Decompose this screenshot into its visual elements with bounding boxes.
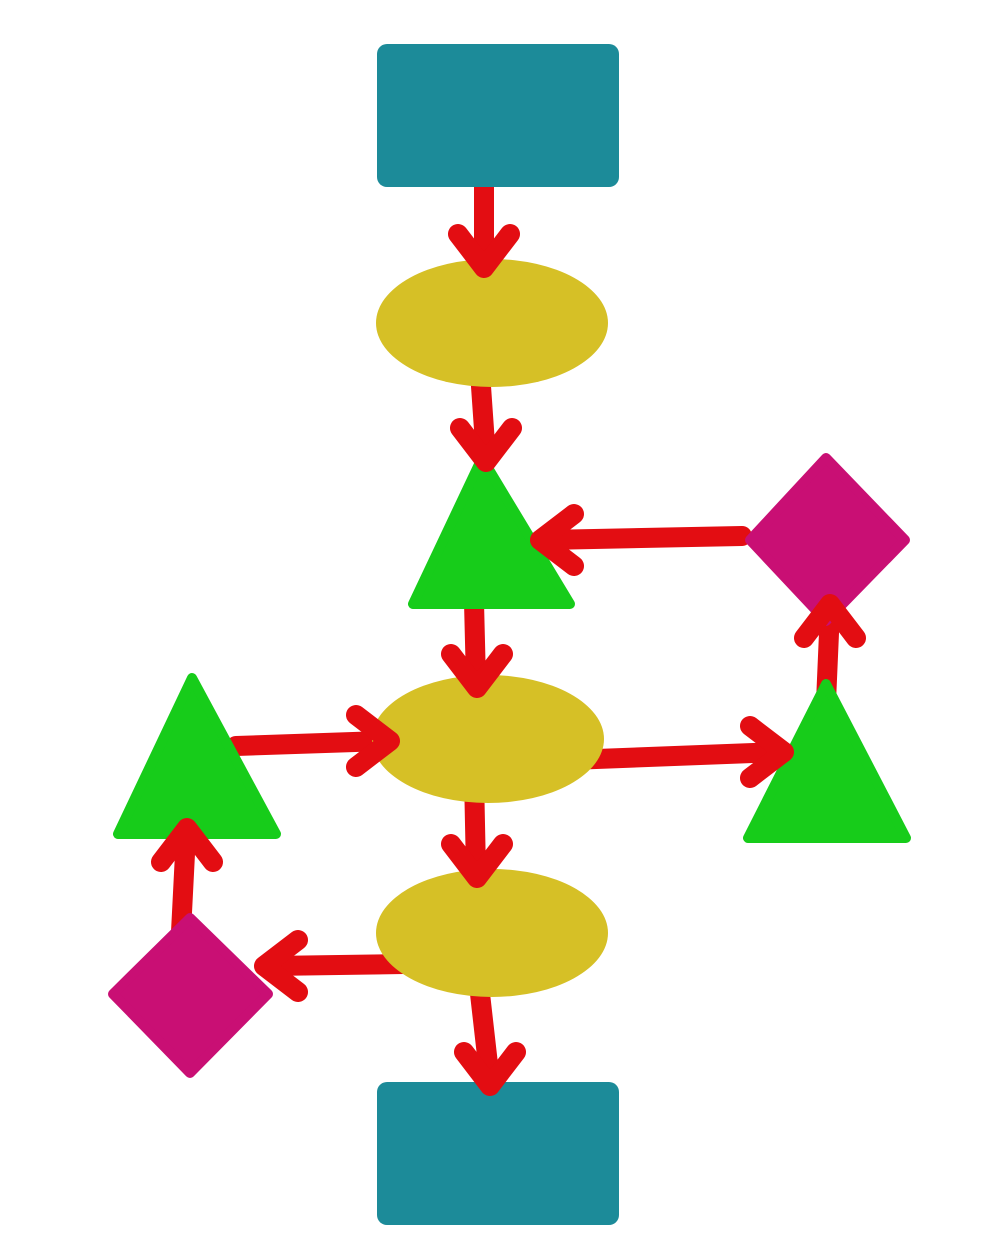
arrowhead-ellipse-3-to-rect-bottom [454, 1042, 526, 1096]
edge-triangle-center-to-ellipse-2 [464, 592, 486, 692]
arrowhead-ellipse-2-to-triangle-right [740, 716, 794, 788]
arrowhead-triangle-center-to-ellipse-2 [441, 644, 513, 698]
edge-ellipse-2-to-triangle-right [560, 742, 788, 770]
arrowhead-diamond-right-to-triangle-center [530, 504, 584, 576]
node-ellipse-2 [372, 675, 604, 803]
node-ellipse-3 [376, 869, 608, 997]
arrowhead-diamond-left-to-triangle-left [151, 818, 223, 872]
node-triangle-center [408, 453, 575, 609]
node-rect-top [377, 44, 619, 187]
arrowhead-ellipse-2-to-ellipse-3 [441, 834, 513, 888]
arrowheads-layer [151, 224, 866, 1096]
node-rect-bottom [377, 1082, 619, 1225]
arrowhead-ellipse-1-to-triangle-center [450, 418, 522, 472]
edge-triangle-left-to-ellipse-2 [226, 731, 394, 756]
node-ellipse-1 [376, 259, 608, 387]
node-diamond-left [108, 913, 273, 1078]
arrowhead-rect-top-to-ellipse-1 [448, 224, 520, 278]
edge-diamond-left-to-triangle-left [171, 824, 196, 942]
arrowhead-ellipse-3-to-diamond-left [254, 930, 308, 1002]
edge-diamond-right-to-triangle-center [535, 526, 752, 550]
arrowhead-triangle-left-to-ellipse-2 [346, 705, 400, 777]
edge-ellipse-3-to-diamond-left [260, 954, 414, 976]
arrowhead-triangle-right-to-diamond-right [794, 594, 866, 648]
